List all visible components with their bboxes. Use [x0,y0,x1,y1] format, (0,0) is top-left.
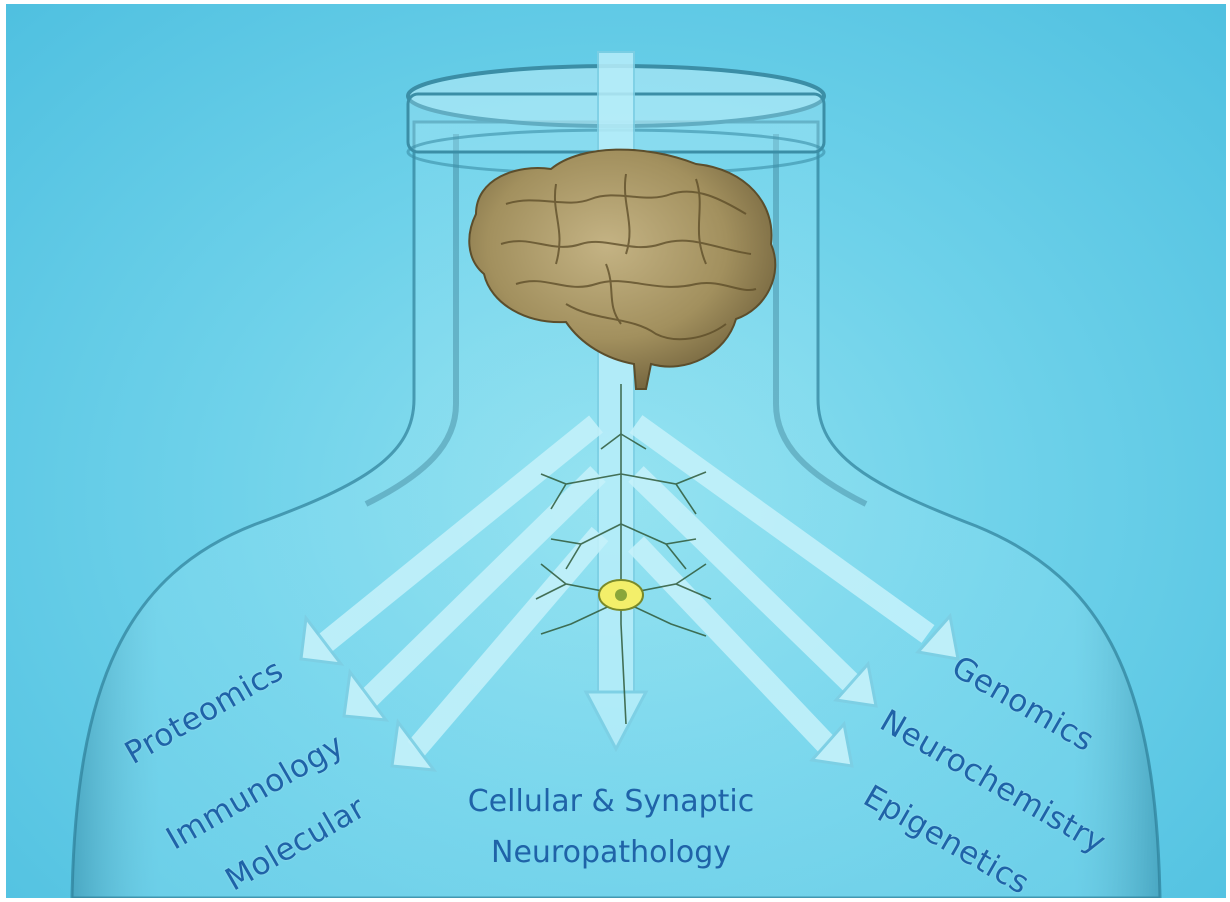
diagram-canvas: Proteomics Immunology Molecular Genomics… [6,4,1226,898]
center-label-line1: Cellular & Synaptic [446,784,776,819]
diagram-graphics [6,4,1226,898]
center-label: Cellular & Synaptic Neuropathology [446,784,776,870]
center-label-line2: Neuropathology [446,835,776,870]
